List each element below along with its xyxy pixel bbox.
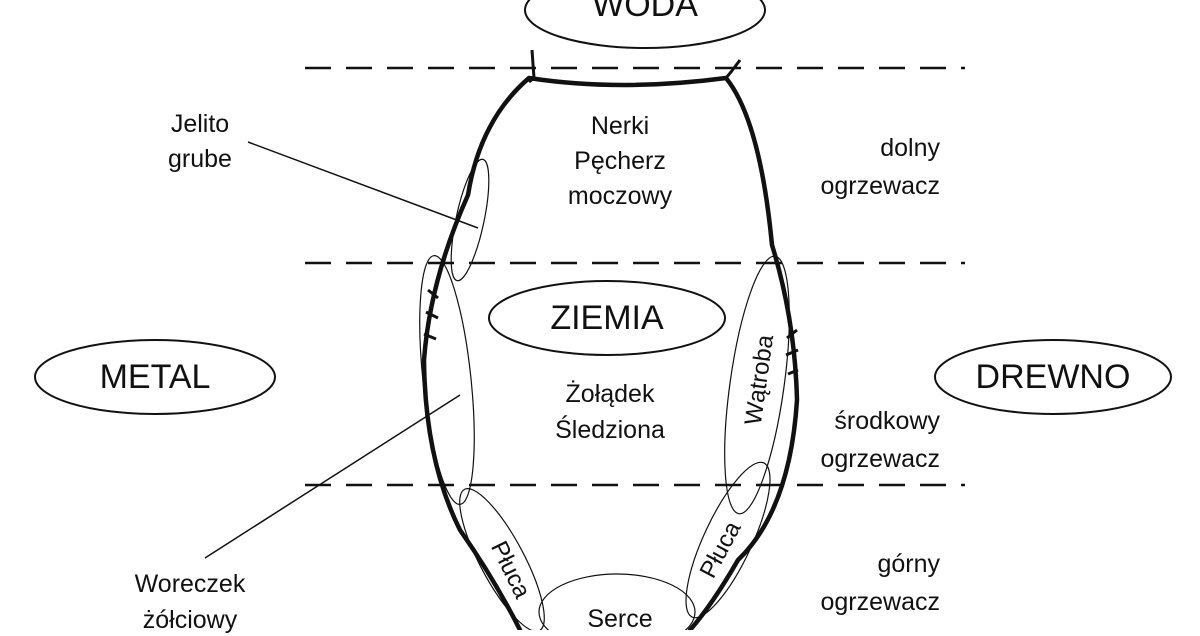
watroba-organ — [724, 255, 790, 515]
srodkowy-label: środkowy — [834, 407, 940, 435]
moczowy-label: moczowy — [567, 182, 673, 210]
serce-label: Serce — [587, 605, 653, 633]
jelito-pointer — [247, 141, 479, 229]
woreczek-label: Woreczek — [134, 570, 246, 598]
top-stub-left — [528, 49, 536, 84]
gorny-label: górny — [877, 550, 940, 578]
zolciowy-label: żółciowy — [142, 606, 238, 634]
ziemia-ellipse — [488, 280, 726, 356]
zoladek-label: Żołądek — [565, 380, 655, 408]
left-hooks — [423, 288, 439, 341]
drewno-ellipse — [934, 339, 1172, 415]
drewno-label: DREWNO — [975, 358, 1131, 396]
woreczek-pointer — [204, 394, 461, 559]
woda-label: WODA — [592, 0, 698, 24]
pluca-right-organ — [685, 461, 771, 619]
metal-label: METAL — [99, 358, 211, 396]
pluca-left-organ — [459, 488, 545, 630]
dolny-ogrzewacz-label: ogrzewacz — [820, 172, 941, 200]
pecherz-label: Pęcherz — [574, 147, 666, 175]
nerki-label: Nerki — [590, 112, 650, 140]
top-stub-right — [724, 59, 742, 79]
jelito-label: Jelito — [170, 110, 230, 138]
dolny-label: dolny — [880, 134, 940, 162]
gorny-ogrzewacz-label: ogrzewacz — [820, 588, 941, 616]
serce-organ — [538, 573, 696, 630]
ziemia-label: ZIEMIA — [550, 299, 664, 337]
srodkowy-ogrzewacz-label: ogrzewacz — [820, 445, 941, 473]
metal-ellipse — [34, 339, 276, 415]
sledziona-label: Śledziona — [555, 416, 665, 444]
woreczek-organ — [419, 255, 475, 505]
woda-ellipse — [524, 0, 766, 49]
jelito-grube-organ — [450, 158, 490, 282]
body-outline — [421, 75, 800, 630]
grube-label: grube — [168, 145, 232, 173]
